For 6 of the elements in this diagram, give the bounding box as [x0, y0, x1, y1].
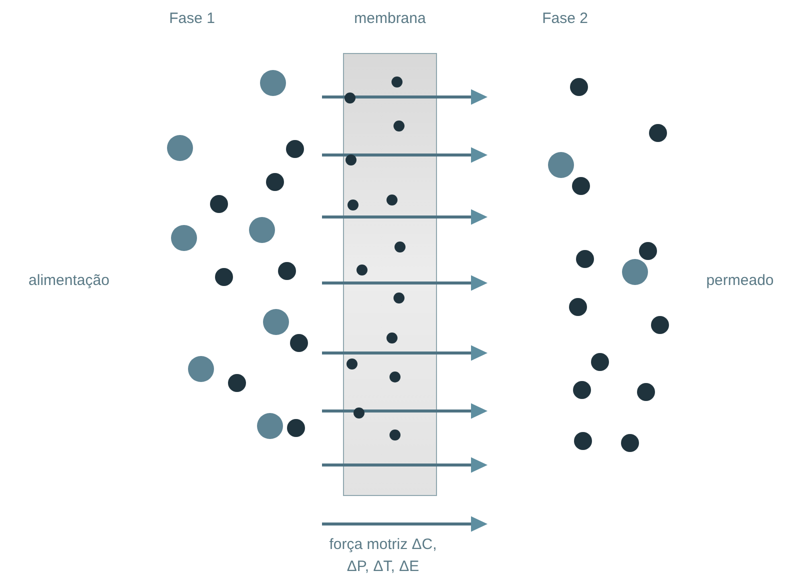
text-label: alimentação [28, 271, 110, 291]
text-label: Fase 2 [541, 9, 589, 29]
text-label: Fase 1 [168, 9, 216, 29]
text-label: permeado [705, 271, 775, 291]
membrane-label: membrana [354, 9, 426, 29]
text-label: força motriz ΔC, ΔP, ΔT, ΔE [328, 535, 438, 577]
